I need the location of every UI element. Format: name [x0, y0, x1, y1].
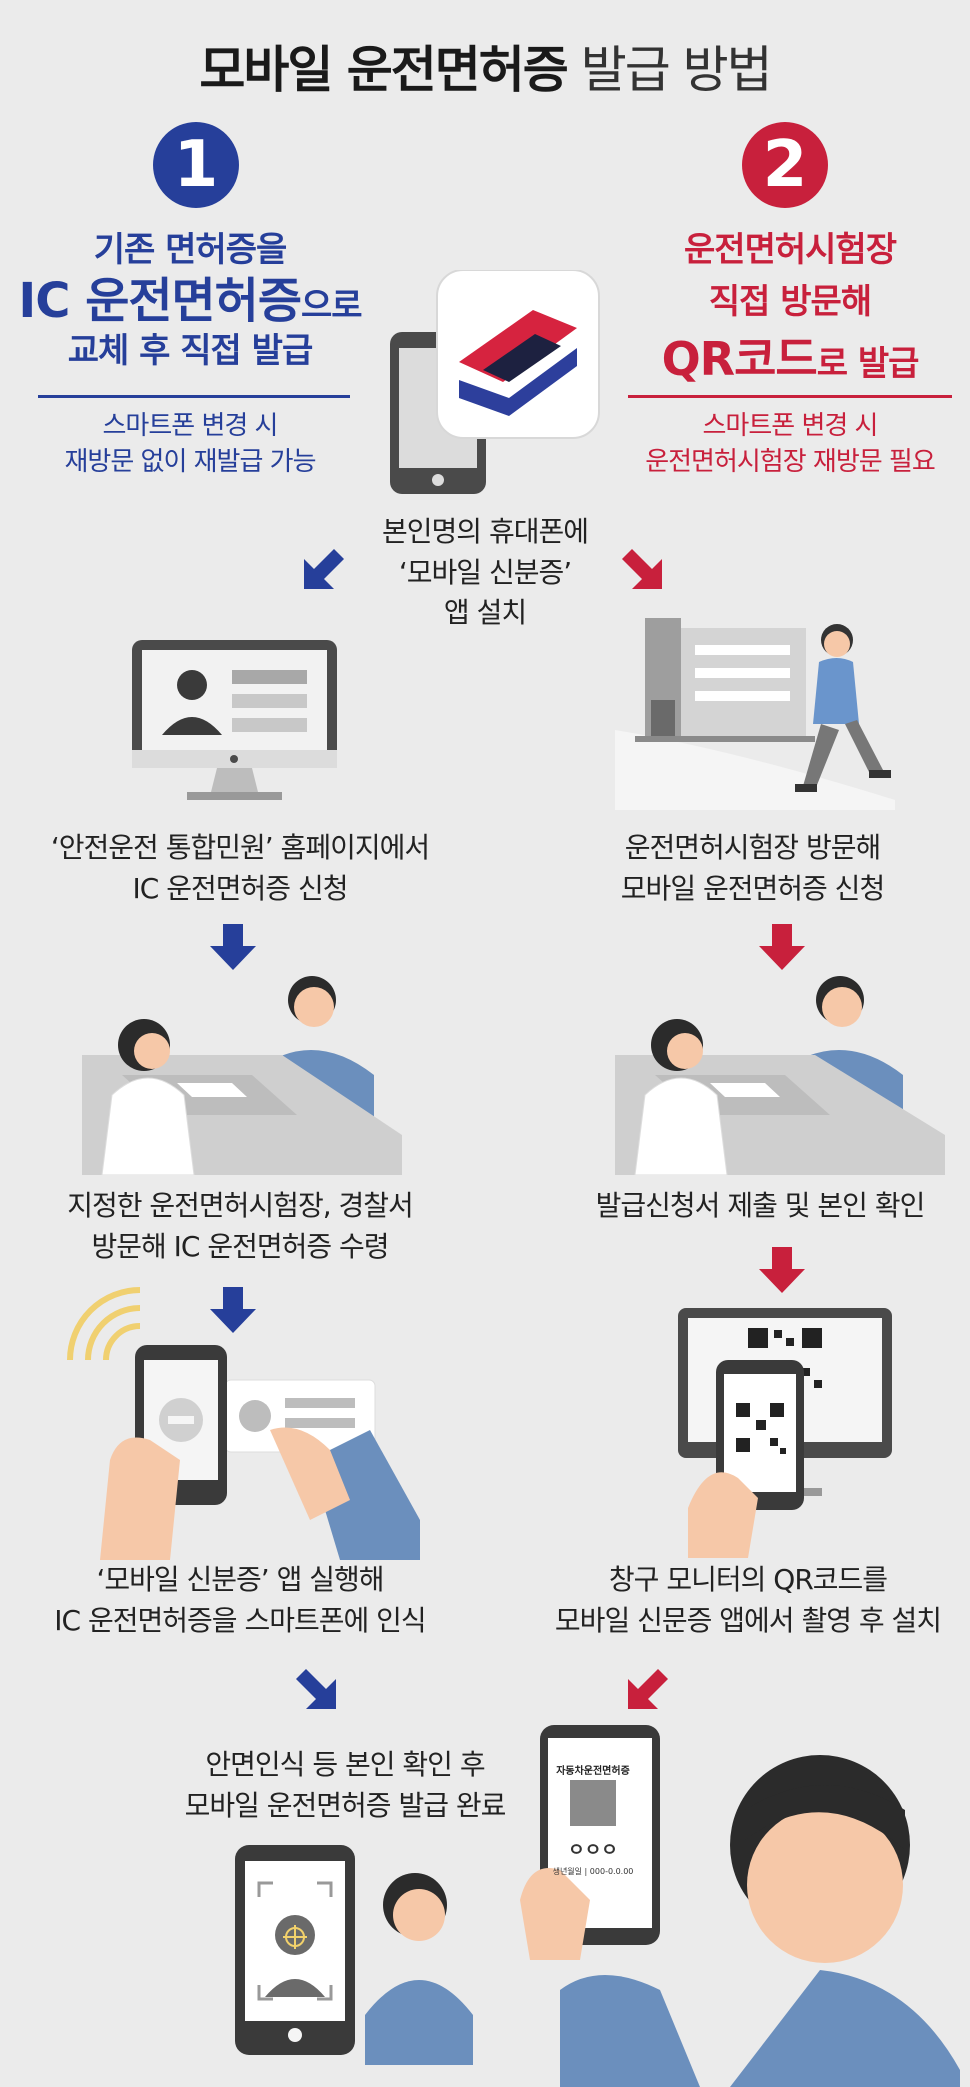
license-card-title: 자동차운전면허증 — [556, 1766, 630, 1777]
arrow-down-red-1 — [757, 922, 807, 972]
center-step-line1: 본인명의 휴대폰에 — [382, 515, 589, 548]
page-title: 모바일 운전면허증 발급 방법 — [0, 30, 970, 102]
center-step-caption: 본인명의 휴대폰에 ‘모바일 신분증’ 앱 설치 — [330, 512, 640, 634]
phone-with-app-illustration — [385, 270, 605, 500]
method-2-note-line2: 운전면허시험장 재방문 필요 — [645, 447, 936, 478]
left-step-3-line1: ‘모바일 신분증’ 앱 실행해 — [96, 1563, 384, 1596]
title-normal: 발급 방법 — [566, 41, 773, 99]
left-step-3-caption: ‘모바일 신분증’ 앱 실행해 IC 운전면허증을 스마트폰에 인식 — [0, 1560, 480, 1641]
method-1-heading: 기존 면허증을 IC 운전면허증으로 교체 후 직접 발급 — [10, 228, 370, 375]
right-step-2-line1: 발급신청서 제출 및 본인 확인 — [595, 1189, 926, 1222]
method-1-note-line2: 재방문 없이 재발급 가능 — [64, 447, 317, 478]
right-step-3-line2: 모바일 신문증 앱에서 촬영 후 설치 — [554, 1603, 942, 1637]
method-2-heading-big: QR코드 — [661, 331, 818, 386]
face-recognition-illustration — [225, 1845, 485, 2065]
method-1-divider — [38, 395, 350, 398]
final-step-line2: 모바일 운전면허증 발급 완료 — [184, 1788, 507, 1822]
license-card-info: 생년월일 | 000-0.0.00 — [552, 1867, 634, 1876]
arrow-converge-red — [622, 1665, 672, 1715]
left-step-2-caption: 지정한 운전면허시험장, 경찰서 방문해 IC 운전면허증 수령 — [0, 1186, 480, 1267]
arrow-converge-blue — [292, 1665, 342, 1715]
left-counter-scene-illustration — [82, 965, 402, 1175]
license-photo — [570, 1780, 616, 1826]
method-1-heading-line1: 기존 면허증을 — [93, 230, 288, 270]
method-2-note: 스마트폰 변경 시 운전면허시험장 재방문 필요 — [610, 408, 970, 481]
right-step-2-caption: 발급신청서 제출 및 본인 확인 — [560, 1186, 960, 1227]
final-step-caption: 안면인식 등 본인 확인 후 모바일 운전면허증 발급 완료 — [150, 1745, 540, 1826]
arrow-down-blue-1 — [208, 922, 258, 972]
method-1-note: 스마트폰 변경 시 재방문 없이 재발급 가능 — [10, 408, 370, 481]
right-step-1-line2: 모바일 운전면허증 신청 — [620, 871, 885, 905]
method-2-heading-small: 로 발급 — [816, 343, 920, 384]
face-scan-frame-icon — [257, 1881, 333, 2001]
method-1-heading-small: 으로 — [301, 285, 363, 326]
method-1-note-line1: 스마트폰 변경 시 — [102, 411, 279, 441]
nfc-tap-illustration — [60, 1270, 420, 1560]
nfc-waves-icon — [67, 1287, 141, 1361]
right-counter-scene-illustration — [615, 965, 945, 1175]
left-step-1-line2: IC 운전면허증 신청 — [132, 871, 349, 905]
left-step-1-caption: ‘안전운전 통합민원’ 홈페이지에서 IC 운전면허증 신청 — [0, 828, 480, 909]
method-1-badge: 1 — [153, 122, 239, 208]
right-step-3-caption: 창구 모니터의 QR코드를 모바일 신문증 앱에서 촬영 후 설치 — [528, 1560, 968, 1641]
final-step-line1: 안면인식 등 본인 확인 후 — [205, 1748, 485, 1781]
method-2-heading-line1: 운전면허시험장 — [684, 230, 897, 270]
arrow-down-blue-2 — [208, 1285, 258, 1335]
left-step-3-line2: IC 운전면허증을 스마트폰에 인식 — [54, 1603, 426, 1637]
right-step-1-line1: 운전면허시험장 방문해 — [624, 831, 882, 864]
building-walking-person-illustration — [605, 600, 905, 810]
method-2-note-line1: 스마트폰 변경 시 — [702, 411, 879, 441]
left-step-2-line2: 방문해 IC 운전면허증 수령 — [91, 1229, 389, 1263]
title-bold: 모바일 운전면허증 — [199, 41, 568, 99]
monitor-illustration — [132, 640, 337, 805]
left-step-2-line1: 지정한 운전면허시험장, 경찰서 — [67, 1189, 414, 1222]
license-card-circles: ㅇㅇㅇ — [568, 1840, 618, 1861]
qr-scan-illustration — [678, 1308, 898, 1558]
center-step-line2: ‘모바일 신분증’ — [398, 555, 572, 589]
method-2-heading: 운전면허시험장 직접 방문해 QR코드로 발급 — [610, 228, 970, 390]
method-2-heading-line2: 직접 방문해 — [708, 281, 872, 322]
method-2-divider — [628, 395, 952, 398]
method-2-badge: 2 — [742, 122, 828, 208]
arrow-down-right-red — [618, 545, 668, 595]
arrow-down-red-2 — [757, 1245, 807, 1295]
left-step-1-line1: ‘안전운전 통합민원’ 홈페이지에서 — [50, 831, 430, 864]
center-step-line3: 앱 설치 — [443, 596, 527, 630]
qr-code-icon — [748, 1328, 822, 1388]
method-1-heading-line3: 교체 후 직접 발급 — [67, 331, 313, 372]
arrow-down-left-blue — [298, 545, 348, 595]
right-step-1-caption: 운전면허시험장 방문해 모바일 운전면허증 신청 — [540, 828, 965, 909]
man-holding-license-phone-illustration — [520, 1720, 960, 2087]
right-step-3-line1: 창구 모니터의 QR코드를 — [608, 1563, 888, 1596]
method-1-heading-big: IC 운전면허증 — [18, 272, 302, 329]
